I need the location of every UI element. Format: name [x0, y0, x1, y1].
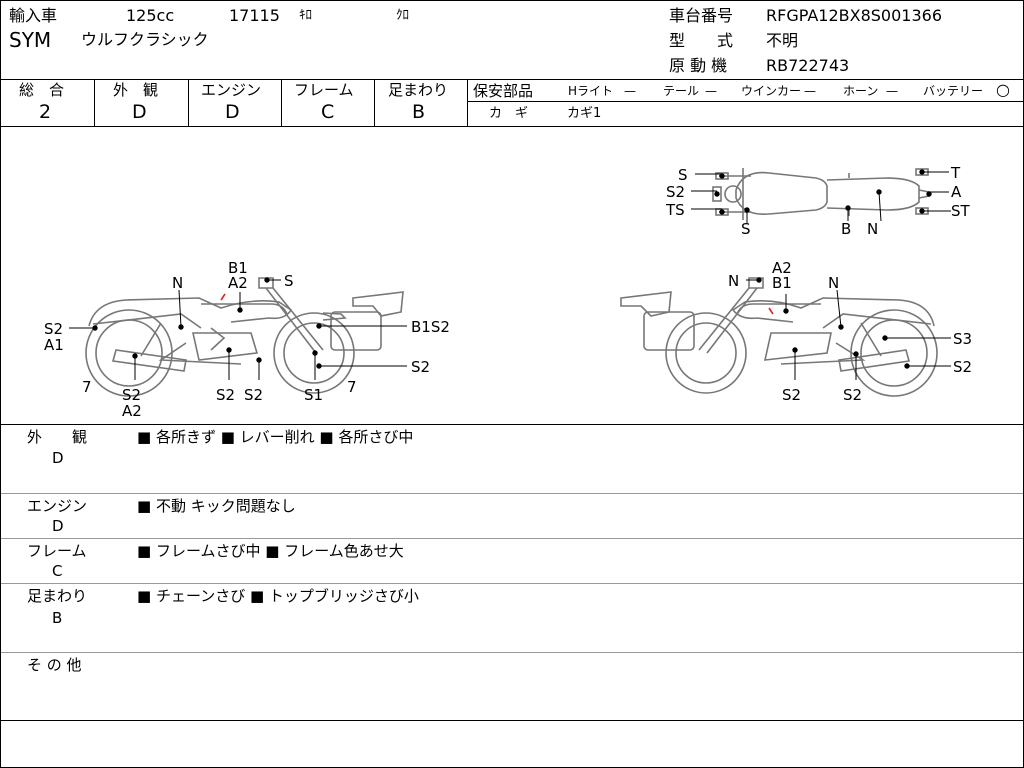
- label-top-s2: S2: [666, 183, 685, 201]
- label-right-n: N: [828, 274, 839, 292]
- battery-label: バッテリー: [923, 84, 984, 98]
- type-label: 型 式: [669, 31, 734, 50]
- label-left-s2-front: S2: [44, 320, 63, 338]
- score-label-suspension: 足まわり: [388, 81, 449, 99]
- label-top-st: ST: [951, 202, 971, 220]
- mileage: 17115: [229, 6, 280, 25]
- remark-grade-exterior: D: [52, 449, 64, 467]
- label-right-s2-a: S2: [782, 386, 801, 404]
- label-top-b: B: [841, 220, 851, 238]
- winker-mark: —: [804, 84, 816, 98]
- score-value-total: 2: [39, 101, 52, 123]
- label-left-seven-l: 7: [82, 378, 92, 396]
- frame-no-label: 車台番号: [669, 6, 734, 25]
- key-label: カ ギ: [489, 106, 529, 121]
- tail-mark: —: [705, 84, 717, 98]
- label-left-b1s2: B1S2: [411, 318, 450, 336]
- remark-text-frame: ■ フレームさび中 ■ フレーム色あせ大: [137, 542, 404, 560]
- divider: [1, 79, 1023, 80]
- score-label-exterior: 外 観: [113, 81, 159, 99]
- remark-text-exterior: ■ 各所きず ■ レバー削れ ■ 各所さび中: [137, 428, 414, 446]
- engine-no-label: 原 動 機: [669, 56, 728, 75]
- headlight-label: Hライト: [568, 84, 614, 98]
- label-right-s2-b: S2: [843, 386, 862, 404]
- label-top-s-bottom: S: [741, 220, 751, 238]
- damage-diagram: S S2 TS S B N T A ST N B1 A2 S S2 A1 7 S…: [44, 164, 972, 420]
- key-value: カギ1: [567, 106, 602, 121]
- top-view-bike: [712, 168, 930, 220]
- battery-mark: ○: [996, 80, 1010, 99]
- right-side-bike: [620, 277, 938, 397]
- color: ｸﾛ: [396, 8, 409, 23]
- remark-title-engine: エンジン: [27, 497, 88, 515]
- remark-grade-suspension: B: [52, 609, 63, 627]
- label-top-s: S: [678, 166, 688, 184]
- score-label-frame: フレーム: [294, 81, 354, 99]
- remark-text-engine: ■ 不動 キック問題なし: [137, 497, 296, 515]
- divider: [1, 424, 1023, 425]
- score-label-engine: エンジン: [201, 81, 262, 99]
- label-top-a: A: [951, 183, 962, 201]
- label-right-n-top: N: [728, 272, 739, 290]
- label-left-s2-right: S2: [411, 358, 430, 376]
- remark-grade-frame: C: [52, 562, 63, 580]
- tail-label: テール: [663, 84, 700, 98]
- model-name: ウルフクラシック: [81, 30, 209, 49]
- score-value-frame: C: [321, 101, 335, 123]
- maker: SYM: [9, 28, 52, 52]
- score-value-exterior: D: [132, 101, 147, 123]
- label-left-n: N: [172, 274, 183, 292]
- remark-title-other: そ の 他: [27, 656, 82, 674]
- score-value-suspension: B: [412, 101, 426, 123]
- divider: [1, 126, 1023, 127]
- label-top-ts: TS: [665, 201, 685, 219]
- label-left-s2-b: S2: [244, 386, 263, 404]
- displacement: 125cc: [126, 6, 175, 25]
- label-left-a2: A2: [228, 274, 248, 292]
- frame-no: RFGPA12BX8S001366: [766, 6, 942, 25]
- label-right-b1: B1: [772, 274, 792, 292]
- label-top-t: T: [950, 164, 961, 182]
- remark-grade-engine: D: [52, 517, 64, 535]
- horn-label: ホーン: [843, 84, 879, 98]
- label-right-s2: S2: [953, 358, 972, 376]
- label-left-a1: A1: [44, 336, 64, 354]
- label-left-a2-low: A2: [122, 402, 142, 420]
- import-label: 輸入車: [9, 6, 58, 25]
- left-side-bike: [85, 277, 404, 397]
- label-left-s1: S1: [304, 386, 323, 404]
- label-right-s3: S3: [953, 330, 972, 348]
- remark-text-suspension: ■ チェーンさび ■ トップブリッジさび小: [137, 587, 419, 605]
- safety-label: 保安部品: [473, 82, 534, 100]
- remark-title-exterior: 外 観: [27, 428, 88, 446]
- mileage-unit: ｷﾛ: [299, 8, 312, 23]
- label-left-seven-r: 7: [347, 378, 357, 396]
- remark-title-suspension: 足まわり: [27, 587, 88, 605]
- divider: [1, 720, 1023, 721]
- label-right-a2: A2: [772, 259, 792, 277]
- label-left-s-mirror: S: [284, 272, 294, 290]
- engine-no: RB722743: [766, 56, 850, 75]
- winker-label: ウインカー: [741, 84, 802, 98]
- headlight-mark: —: [624, 84, 636, 98]
- remark-title-frame: フレーム: [27, 542, 87, 560]
- label-top-n: N: [867, 220, 878, 238]
- score-label-total: 総 合: [19, 81, 65, 99]
- horn-mark: —: [886, 84, 898, 98]
- score-value-engine: D: [225, 101, 240, 123]
- label-left-b1: B1: [228, 259, 248, 277]
- type-value: 不明: [766, 31, 799, 50]
- label-left-s2-low: S2: [122, 386, 141, 404]
- label-left-s2-a: S2: [216, 386, 235, 404]
